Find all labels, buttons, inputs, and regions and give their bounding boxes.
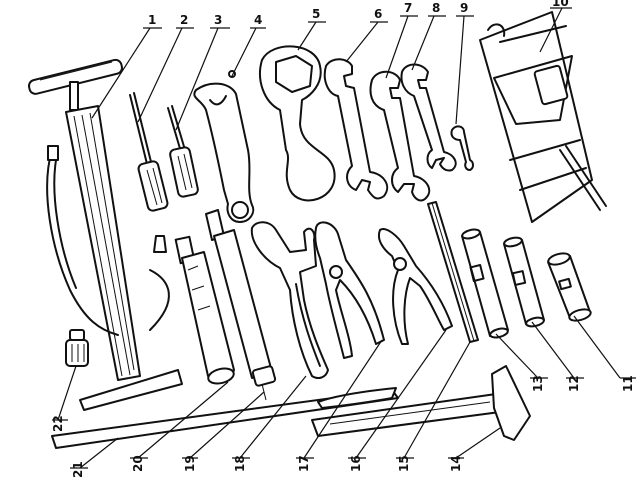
callout-14: 14 [449,455,463,472]
callout-19: 19 [183,455,197,472]
callout-9: 9 [460,1,468,15]
callout-18: 18 [233,455,247,472]
tool-22-valve-cap [65,329,89,367]
tool-11-box-spanner [547,252,592,322]
callout-10: 10 [552,0,569,9]
callout-17: 17 [297,455,311,472]
tool-19-grease-gun [205,209,277,401]
callout-2: 2 [180,13,188,27]
callout-15: 15 [397,455,411,472]
callout-1: 1 [148,13,156,27]
tool-2-screwdriver [129,92,169,212]
callout-5: 5 [312,7,320,21]
tool-6-spanner [323,58,389,200]
tool-3-screwdriver [167,105,199,198]
callout-3: 3 [214,13,222,27]
tool-1-tyre-pump [27,58,183,411]
callout-11: 11 [621,375,635,392]
callout-labels: 1 2 3 4 5 6 7 8 9 10 11 12 13 14 15 16 1… [51,0,635,478]
tool-18-adjustable-wrench [250,221,329,379]
tool-17-pliers [314,221,385,359]
tool-5-box-wrench [259,45,336,202]
tool-4-c-spanner [193,70,255,223]
callout-16: 16 [349,455,363,472]
tool-8-spanner [400,63,457,172]
callout-8: 8 [432,1,440,15]
tool-20-grease-gun [153,235,235,385]
callout-6: 6 [374,7,382,21]
callout-21: 21 [71,461,85,478]
callout-22: 22 [51,415,65,432]
callout-20: 20 [131,455,145,472]
tool-21-tyre-lever [51,387,399,449]
tool-13-box-spanner [461,228,509,339]
tool-9-small-spanner [450,125,474,171]
tool-16-pliers [378,228,453,345]
callout-7: 7 [404,1,412,15]
callout-12: 12 [567,375,581,392]
tool-14-hammer [311,365,531,441]
tool-7-spanner [369,70,431,202]
tool-10-tool-roll [479,11,607,223]
leader-lines [52,7,636,469]
tool-12-box-spanner [503,236,545,328]
tool-15-rod [427,201,479,343]
callout-4: 4 [254,13,262,27]
callout-13: 13 [531,375,545,392]
